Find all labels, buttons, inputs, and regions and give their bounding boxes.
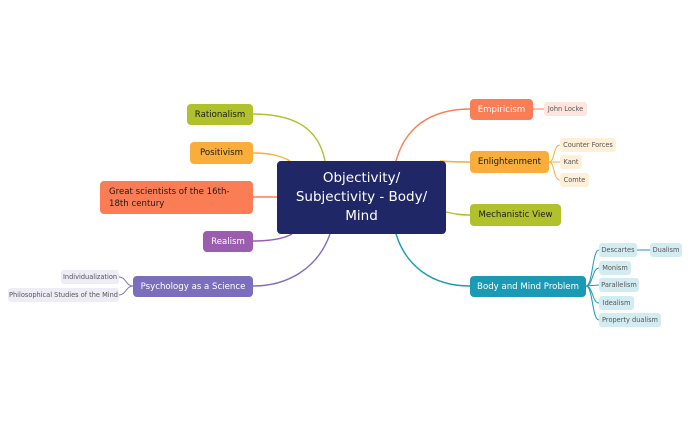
- subtopic-property-dualism[interactable]: Property dualism: [599, 313, 661, 327]
- subtopic-individualization[interactable]: Individualization: [61, 270, 119, 284]
- topic-psychology-as-a-science[interactable]: Psychology as a Science: [133, 276, 253, 297]
- subtopic-counter-forces[interactable]: Counter Forces: [560, 138, 616, 152]
- topic-rationalism[interactable]: Rationalism: [187, 104, 253, 125]
- subtopic-john-locke[interactable]: John Locke: [544, 102, 587, 116]
- topic-realism[interactable]: Realism: [203, 231, 253, 252]
- topic-empiricism[interactable]: Empiricism: [470, 99, 533, 120]
- topic-positivism[interactable]: Positivism: [190, 142, 253, 164]
- topic-great-scientists[interactable]: Great scientists of the 16th-18th centur…: [100, 181, 253, 214]
- topic-body-and-mind-problem[interactable]: Body and Mind Problem: [470, 276, 586, 297]
- link-philosophical: [118, 285, 134, 296]
- link-realism: [252, 233, 293, 242]
- link-parallelism: [585, 284, 600, 287]
- link-empiricism: [395, 108, 471, 162]
- link-property-dualism: [585, 285, 600, 321]
- link-rationalism: [251, 113, 326, 162]
- link-descartes: [585, 249, 600, 287]
- subtopic-parallelism[interactable]: Parallelism: [599, 278, 639, 292]
- subtopic-descartes[interactable]: Descartes: [599, 243, 637, 257]
- topic-mechanistic-view[interactable]: Mechanistic View: [470, 204, 561, 226]
- subtopic-kant[interactable]: Kant: [560, 155, 582, 169]
- subtopic-comte[interactable]: Comte: [560, 173, 589, 187]
- topic-enlightenment[interactable]: Enlightenment: [470, 151, 549, 173]
- link-psychology: [252, 233, 331, 287]
- link-counter-forces: [548, 144, 561, 163]
- link-comte: [548, 161, 561, 181]
- subtopic-monism[interactable]: Monism: [599, 261, 631, 275]
- link-body-mind: [395, 233, 471, 287]
- subtopic-idealism[interactable]: Idealism: [599, 296, 634, 310]
- link-mechanistic: [445, 211, 471, 216]
- subtopic-philosophical-studies[interactable]: Philosophical Studies of the Mind: [8, 288, 119, 302]
- link-individualization: [118, 276, 134, 287]
- central-topic[interactable]: Objectivity/ Subjectivity - Body/ Mind: [277, 161, 446, 234]
- subtopic-dualism[interactable]: Dualism: [650, 243, 682, 257]
- link-positivism: [251, 152, 291, 162]
